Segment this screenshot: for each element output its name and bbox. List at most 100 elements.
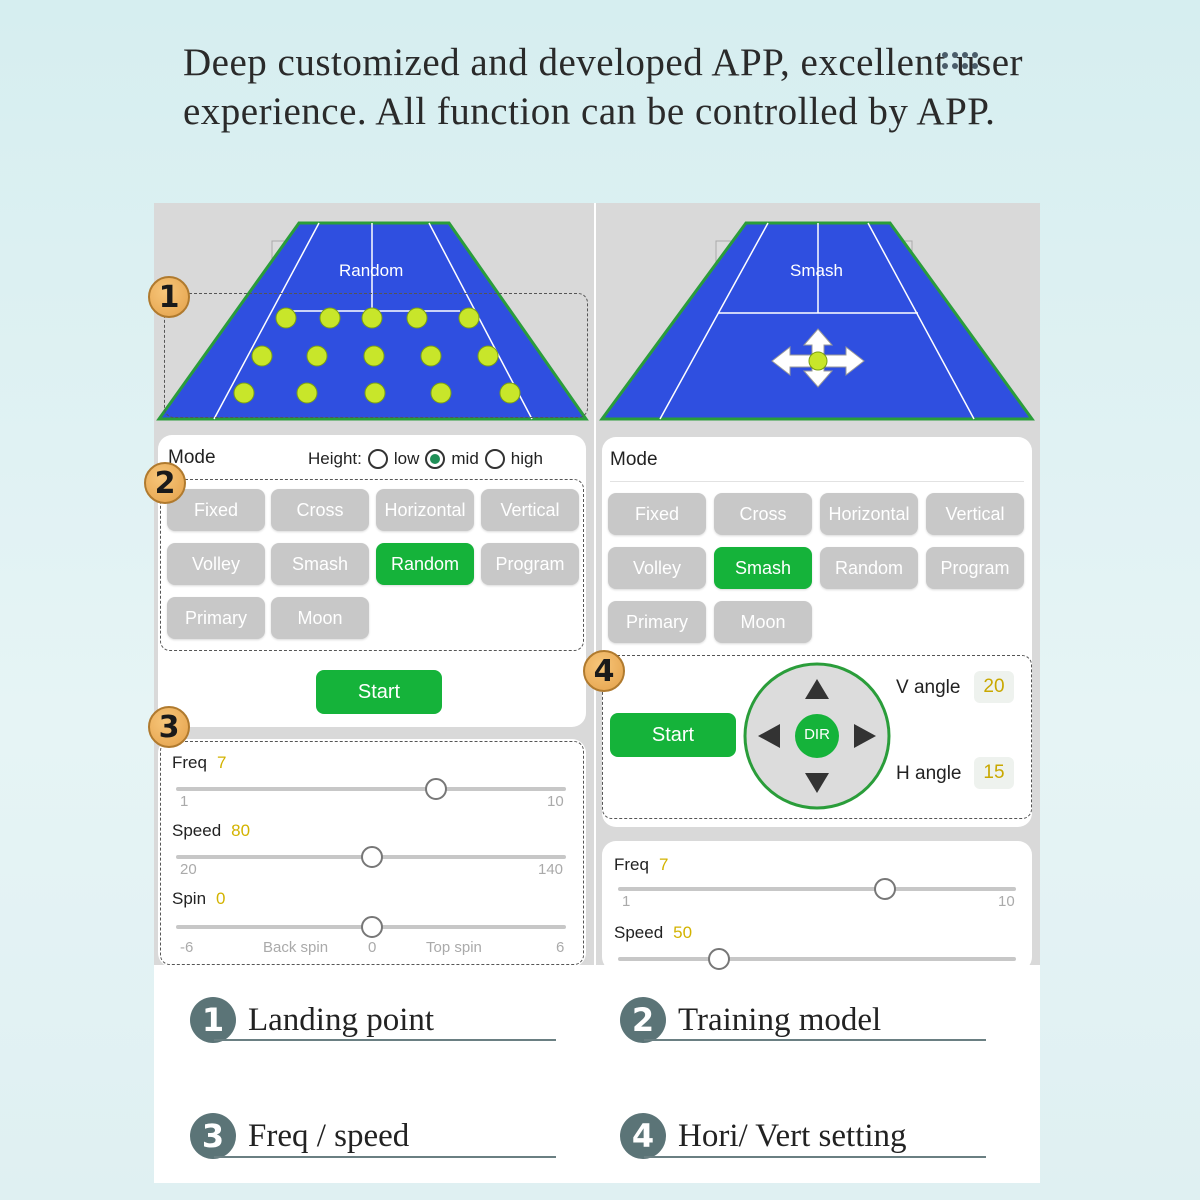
freq-slider-thumb[interactable] [425,778,447,800]
freq-value: 7 [216,753,227,772]
h-angle-label: H angle [896,763,962,784]
h-angle-value[interactable]: 15 [974,757,1014,789]
mode-button-vertical[interactable]: Vertical [481,489,579,531]
court-smash[interactable] [596,221,1040,421]
legend-number: 4 [620,1113,666,1159]
start-button[interactable]: Start [610,713,736,757]
landing-zone-box [164,293,588,418]
badge-4: 4 [583,650,625,692]
mode-label: Mode [610,449,658,470]
legend-number: 3 [190,1113,236,1159]
legend-number: 1 [190,997,236,1043]
training-mode-box [160,479,584,651]
right-screen: Smash Mode Fixed Cross Horizontal Vertic… [596,203,1040,971]
freq-value: 7 [658,855,669,874]
spin-slider-thumb[interactable] [361,916,383,938]
headline-text: Deep customized and developed APP, excel… [183,41,1024,133]
spin-value: 0 [216,889,226,908]
height-high-radio[interactable] [484,449,505,469]
spin-max: 6 [556,939,565,956]
spin-back-label: Back spin [263,939,329,956]
mode-button-program[interactable]: Program [926,547,1024,589]
menu-dots-icon[interactable] [942,50,986,72]
speed-slider-thumb[interactable] [708,948,730,970]
speed-slider-track[interactable] [618,957,1016,961]
height-mid-radio[interactable] [425,449,446,469]
mode-button-smash[interactable]: Smash [271,543,369,585]
speed-value: 80 [231,821,251,840]
mode-button-horizontal[interactable]: Horizontal [820,493,918,535]
mode-divider [610,481,1024,482]
speed-slider-thumb[interactable] [361,846,383,868]
mode-button-primary[interactable]: Primary [167,597,265,639]
badge-2: 2 [144,462,186,504]
legend-underline [644,1039,986,1041]
legend-underline [214,1039,556,1041]
court-mode-label: Smash [790,261,843,280]
freq-slider-track[interactable] [618,887,1016,891]
spin-zero: 0 [368,939,377,956]
direction-pad[interactable] [742,661,892,811]
speed-min: 20 [180,861,197,878]
legend-training-model: 2 Training model [620,997,881,1043]
mode-button-vertical[interactable]: Vertical [926,493,1024,535]
mode-button-random[interactable]: Random [376,543,474,585]
badge-1: 1 [148,276,190,318]
dir-center-button[interactable]: DIR [804,726,830,743]
freq-slider-track[interactable] [176,787,566,791]
mode-button-volley[interactable]: Volley [167,543,265,585]
mode-button-moon[interactable]: Moon [271,597,369,639]
court-mode-label: Random [339,261,404,280]
height-mid-label: mid [451,449,479,468]
start-button[interactable]: Start [316,670,442,714]
freq-min: 1 [622,893,631,910]
left-screen: Random Mode Height: low mid high Fixed C… [154,203,594,967]
mode-button-random[interactable]: Random [820,547,918,589]
legend-underline [214,1156,556,1158]
court-random[interactable] [154,221,594,421]
mode-button-moon[interactable]: Moon [714,601,812,643]
mode-button-fixed[interactable]: Fixed [608,493,706,535]
mode-card: Mode Fixed Cross Horizontal Vertical Vol… [602,437,1032,827]
app-screens-panel: Random Mode Height: low mid high Fixed C… [154,203,1040,1183]
mode-button-cross[interactable]: Cross [714,493,812,535]
spin-top-label: Top spin [426,939,482,956]
mode-button-smash[interactable]: Smash [714,547,812,589]
mode-button-horizontal[interactable]: Horizontal [376,489,474,531]
height-low-label: low [393,449,420,468]
height-label: Height: [308,449,362,468]
speed-value: 50 [673,923,693,942]
freq-speed-box [160,741,584,965]
mode-card: Mode Height: low mid high Fixed Cross Ho… [158,435,586,727]
mode-button-volley[interactable]: Volley [608,547,706,589]
v-angle-value[interactable]: 20 [974,671,1014,703]
freq-max: 10 [547,793,564,810]
height-high-label: high [510,449,543,468]
legend-text: Landing point [248,1001,435,1038]
mode-label: Mode [168,447,216,468]
legend-text: Training model [678,1001,882,1038]
mode-button-primary[interactable]: Primary [608,601,706,643]
legend-landing-point: 1 Landing point [190,997,434,1043]
height-selector: Height: low mid high [308,449,543,469]
height-low-radio[interactable] [367,449,388,469]
mode-button-fixed[interactable]: Fixed [167,489,265,531]
badge-3: 3 [148,706,190,748]
mode-button-cross[interactable]: Cross [271,489,369,531]
spin-min: -6 [180,939,194,956]
legend-text: Hori/ Vert setting [678,1117,907,1154]
freq-slider-thumb[interactable] [874,878,896,900]
angle-setting-box [602,655,1032,819]
legend-freq-speed: 3 Freq / speed [190,1113,409,1159]
legend-hori-vert-setting: 4 Hori/ Vert setting [620,1113,907,1159]
mode-button-program[interactable]: Program [481,543,579,585]
legend-text: Freq / speed [248,1117,410,1154]
legend-number: 2 [620,997,666,1043]
